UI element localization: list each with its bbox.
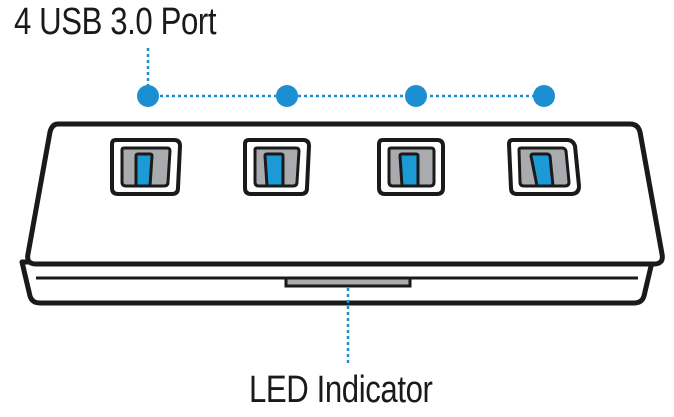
- ports-label: 4 USB 3.0 Port: [14, 1, 217, 43]
- port-marker-dot-4: [533, 85, 555, 107]
- hub-body: [19, 121, 665, 306]
- usb-port-3-tongue: [398, 152, 420, 188]
- usb-port-2: [243, 138, 312, 196]
- usb-port-2-tongue: [263, 152, 285, 188]
- usb-port-4: [506, 138, 582, 196]
- led-indicator-label: LED Indicator: [249, 369, 433, 411]
- port-marker-dot-3: [405, 85, 427, 107]
- port-marker-dot-2: [276, 85, 298, 107]
- usb-port-1: [110, 138, 183, 196]
- ports-callout: [137, 48, 555, 107]
- usb-port-4-tongue: [529, 152, 555, 188]
- port-marker-dot-1: [137, 85, 159, 107]
- hub-top-face: [25, 121, 665, 267]
- usb-port-3: [377, 138, 445, 196]
- led-indicator-slot: [284, 276, 412, 288]
- usb-port-1-tongue: [134, 152, 154, 188]
